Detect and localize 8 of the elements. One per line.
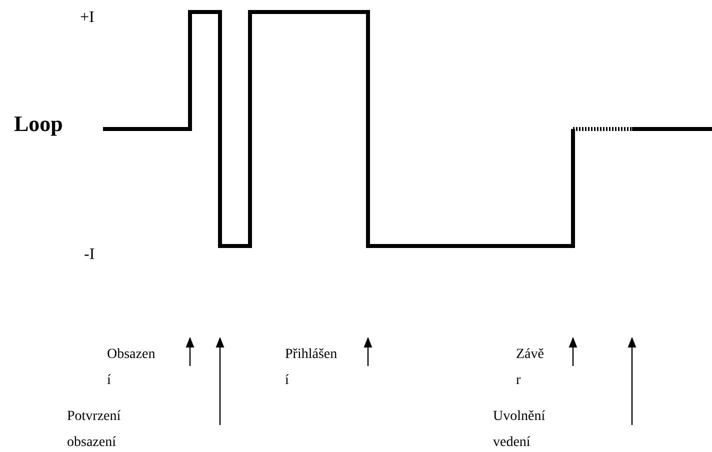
event-label: Obsazen í <box>107 346 156 390</box>
level-label: -I <box>84 245 95 265</box>
event-label: Potvrzení obsazení <box>67 408 121 452</box>
signal-label: Loop <box>14 111 63 137</box>
event-label: Přihlášen í <box>285 346 338 390</box>
level-label: +I <box>80 8 94 28</box>
event-label: Uvolnění vedení <box>493 408 546 452</box>
event-label: Závě r <box>516 346 544 390</box>
